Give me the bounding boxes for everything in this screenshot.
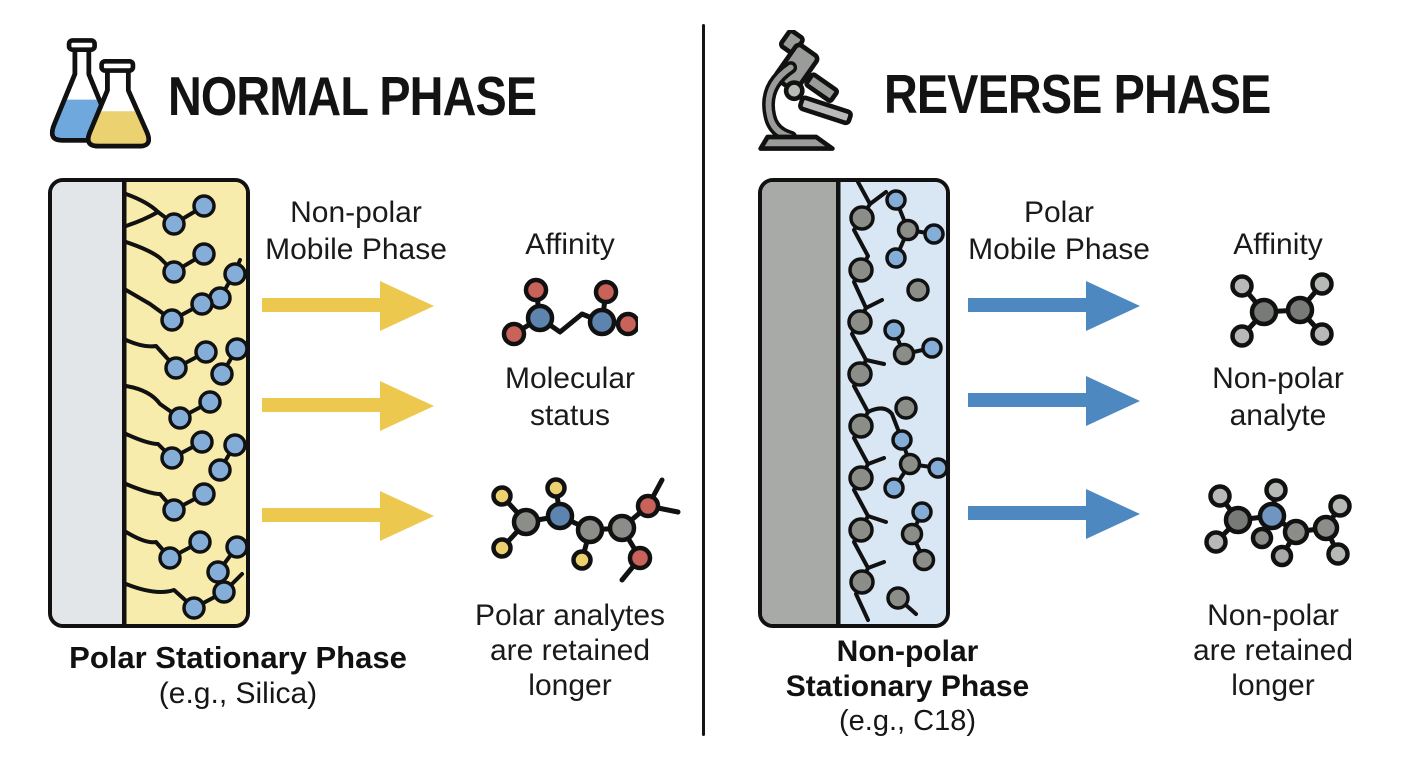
- panel-divider: [702, 24, 705, 736]
- polar-retained-molecule-icon: [491, 477, 681, 583]
- right-caption-example: (e.g., C18): [839, 705, 976, 737]
- left-retention-label: Polar analytes are retained longer: [474, 599, 666, 702]
- nonpolar-analyte-molecule-icon: [1230, 272, 1334, 348]
- left-column: [48, 178, 250, 628]
- flasks-icon: [49, 38, 151, 149]
- nonpolar-retained-molecule-icon: [1204, 478, 1352, 568]
- right-header: REVERSE PHASE: [756, 30, 1271, 156]
- left-caption-title: Polar Stationary Phase: [69, 640, 407, 675]
- right-caption-title: Non-polar Stationary Phase: [785, 635, 1030, 703]
- left-affinity-label: Affinity: [525, 228, 615, 261]
- right-column: [758, 178, 950, 628]
- silanol-nodes: [158, 194, 246, 620]
- left-mobile-phase-label: Non-polar Mobile Phase: [265, 196, 447, 266]
- microscope-icon: [758, 30, 853, 151]
- left-flow-arrow-1: [262, 281, 434, 331]
- right-flow-arrow-3: [968, 489, 1140, 539]
- left-header: NORMAL PHASE: [40, 36, 537, 154]
- left-analyte-label: Molecular status: [504, 362, 636, 432]
- right-column-caption: Non-polar Stationary Phase (e.g., C18): [755, 634, 1060, 739]
- right-mobile-phase-label: Polar Mobile Phase: [968, 196, 1150, 266]
- right-analyte-label: Non-polar analyte: [1212, 362, 1344, 432]
- left-flow-arrow-2: [262, 381, 434, 431]
- right-affinity-label: Affinity: [1233, 228, 1323, 261]
- right-panel-title: REVERSE PHASE: [884, 63, 1271, 125]
- alkyl-chain-nodes: [847, 205, 936, 610]
- polar-analyte-molecule-icon: [501, 277, 638, 347]
- c18-stationary-column-graphic: [762, 182, 946, 624]
- left-caption-example: (e.g., Silica): [158, 677, 318, 710]
- right-flow-arrow-2: [968, 376, 1140, 426]
- polar-stationary-column-graphic: [52, 182, 246, 624]
- right-retention-label: Non-polar are retained longer: [1192, 599, 1354, 702]
- left-panel-title: NORMAL PHASE: [168, 65, 537, 127]
- left-flow-arrow-3: [262, 491, 434, 541]
- right-flow-arrow-1: [968, 281, 1140, 331]
- left-column-caption: Polar Stationary Phase (e.g., Silica): [38, 640, 438, 711]
